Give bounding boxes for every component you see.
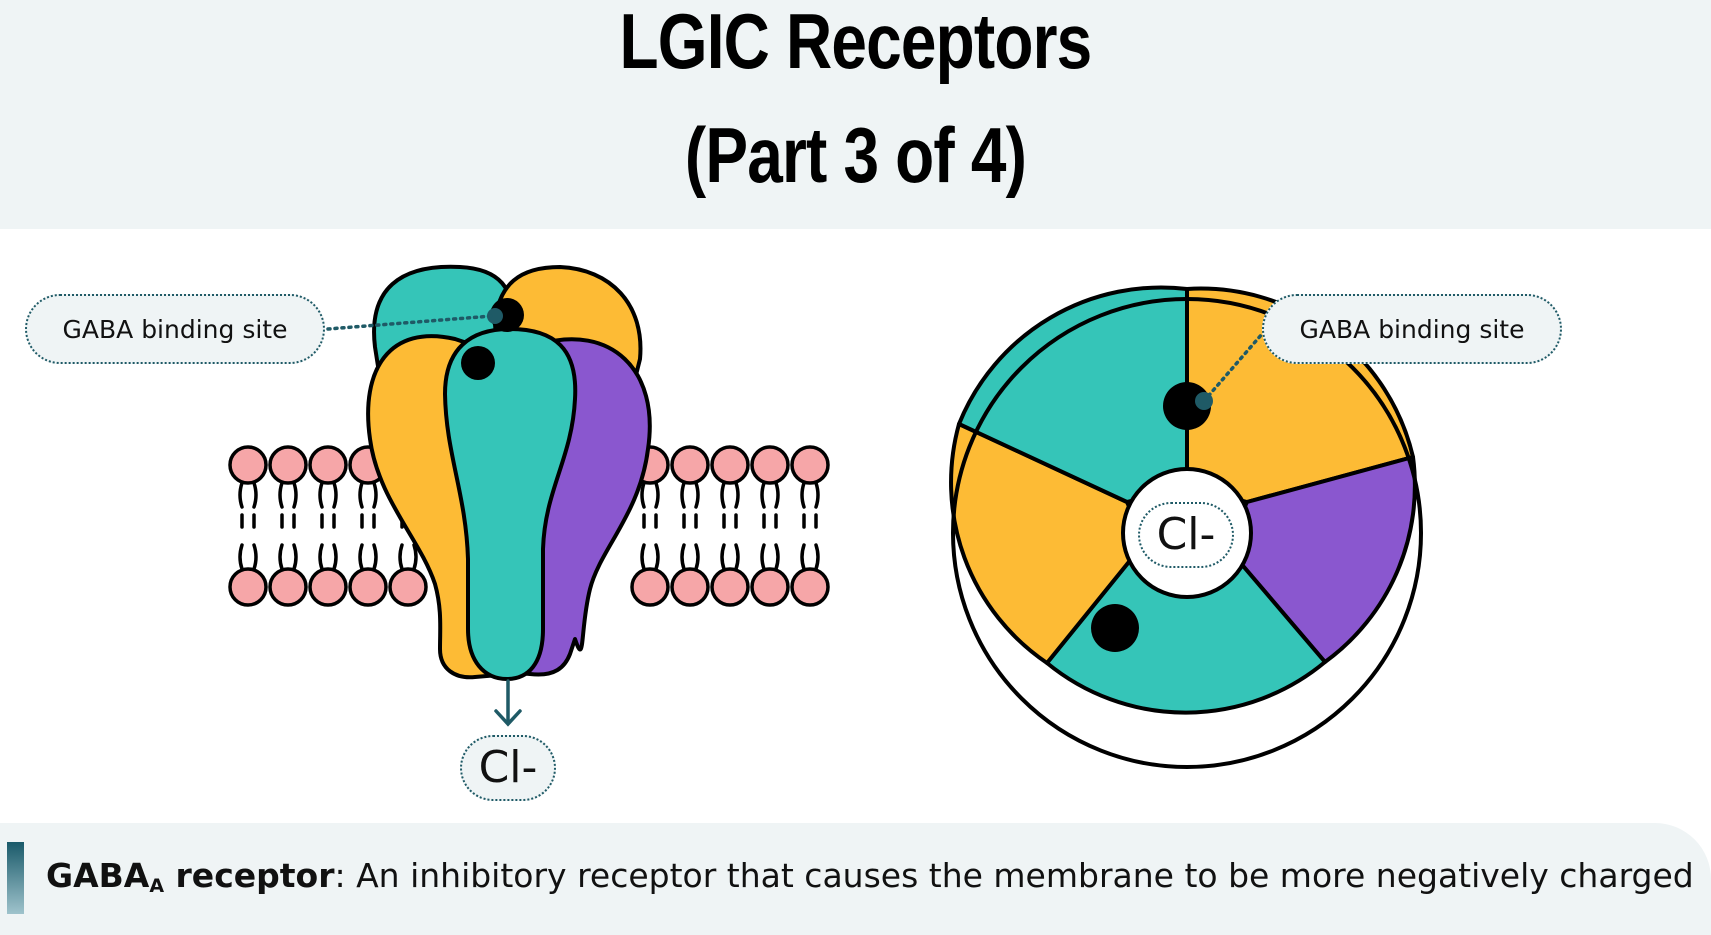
lipid-head <box>228 567 268 607</box>
lipid-tail <box>252 543 258 571</box>
lipid-head <box>710 567 750 607</box>
lipid-tail <box>800 543 806 571</box>
lipid-tail <box>680 481 686 529</box>
lipid-tail <box>720 481 726 529</box>
gaba-binding-site-callout-left: GABA binding site <box>25 294 325 364</box>
lipid-tail <box>292 543 298 571</box>
lipid-tail <box>412 543 418 571</box>
caption-text: GABAA receptor: An inhibitory receptor t… <box>46 856 1694 897</box>
ion-pore <box>1121 467 1253 599</box>
lipid-head <box>348 567 388 607</box>
lipid-tail <box>372 481 378 529</box>
lipid-tail <box>238 543 244 571</box>
lipid-head <box>268 445 308 485</box>
binding-site-dot <box>1091 604 1139 652</box>
gaba-binding-site-callout-right: GABA binding site <box>1262 294 1562 364</box>
chloride-ion-label-top: Cl- <box>1138 502 1234 568</box>
lipid-head <box>750 567 790 607</box>
lipid-head <box>308 567 348 607</box>
lipid-tail <box>318 543 324 571</box>
receptor-outline <box>951 297 1423 769</box>
lipid-head <box>308 445 348 485</box>
lipid-head <box>228 445 268 485</box>
lipid-bilayer <box>228 445 830 607</box>
caption-bar <box>0 823 1711 935</box>
lipid-tail <box>332 543 338 571</box>
lipid-tail <box>640 543 646 571</box>
lipid-tail <box>358 543 364 571</box>
lipid-tail <box>640 481 646 529</box>
lipid-head <box>670 445 710 485</box>
lipid-head <box>790 567 830 607</box>
lipid-tail <box>278 481 284 529</box>
lipid-tail <box>760 543 766 571</box>
lipid-head <box>268 567 308 607</box>
lipid-tail <box>720 543 726 571</box>
lipid-tail <box>774 543 780 571</box>
caption-term-subscript: A <box>149 875 165 897</box>
caption-term: GABA <box>46 856 150 895</box>
lipid-head <box>388 567 428 607</box>
top-segment-teal-bottom <box>1045 540 1327 715</box>
lipid-tail <box>734 543 740 571</box>
top-segment-teal-top <box>957 285 1189 504</box>
lipid-tail <box>292 481 298 529</box>
lipid-tail <box>694 481 700 529</box>
lipid-tail <box>252 481 258 529</box>
lipid-tail <box>318 481 324 529</box>
top-segment-yellow-left <box>949 422 1147 665</box>
lipid-head <box>790 445 830 485</box>
lipid-head <box>710 445 750 485</box>
lipid-tail <box>238 481 244 529</box>
caption-description: : An inhibitory receptor that causes the… <box>334 856 1694 895</box>
binding-site-dot <box>461 346 495 380</box>
page-title-line-2: (Part 3 of 4) <box>684 111 1027 199</box>
caption-accent <box>7 842 24 914</box>
lipid-head <box>670 567 710 607</box>
lipid-tail <box>680 543 686 571</box>
lipid-head <box>750 445 790 485</box>
callout-pointer-right <box>1202 332 1264 403</box>
lipid-tail <box>278 543 284 571</box>
receptor-diagram <box>228 264 1423 769</box>
binding-site-dot <box>490 298 524 332</box>
receptor-top-view <box>949 285 1423 769</box>
callout-pointer-left <box>326 314 494 331</box>
lipid-tail <box>694 543 700 571</box>
lipid-tail <box>814 481 820 529</box>
lipid-tail <box>654 481 660 529</box>
header-band: LGIC Receptors (Part 3 of 4) <box>0 0 1711 229</box>
lipid-tail <box>358 481 364 529</box>
lipid-tail <box>800 481 806 529</box>
lipid-tail <box>734 481 740 529</box>
down-arrow-icon <box>494 679 522 727</box>
lipid-tail <box>774 481 780 529</box>
lipid-tail <box>654 543 660 571</box>
lipid-tail <box>760 481 766 529</box>
lipid-tail <box>814 543 820 571</box>
lipid-tail <box>398 543 404 571</box>
binding-site-dot-highlight <box>487 308 503 324</box>
lipid-tail <box>372 543 378 571</box>
lipid-head <box>630 567 670 607</box>
page-title-line-1: LGIC Receptors <box>619 0 1093 85</box>
chloride-ion-label-side: Cl- <box>460 735 556 801</box>
lipid-tail <box>332 481 338 529</box>
caption-term-suffix: receptor <box>164 856 335 895</box>
